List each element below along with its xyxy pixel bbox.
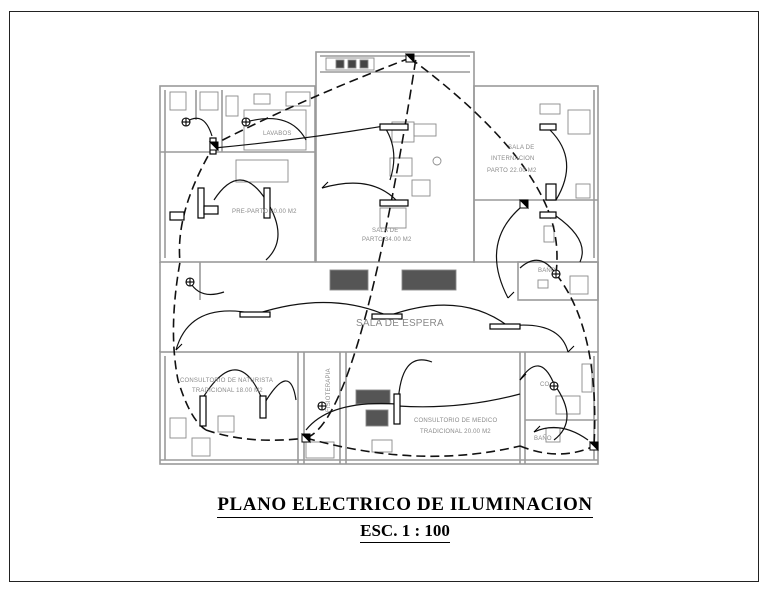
fluorescent-fixture-icon (539, 211, 557, 219)
fluorescent-fixture-icon (169, 211, 185, 221)
fluorescent-fixture-icon (393, 393, 401, 425)
light-switch-icon (321, 181, 329, 189)
room-label-medico-1: CONSULTORIO DE MEDICO (414, 418, 498, 424)
fluorescent-fixture-icon (199, 395, 207, 427)
fluorescent-fixture-icon (239, 311, 271, 318)
room-label-sala-parto-1: SALA DE (372, 228, 399, 234)
light-switch-icon (567, 345, 575, 353)
furniture (169, 57, 593, 459)
light-switch-icon (175, 343, 183, 351)
distribution-panel-icon (518, 199, 529, 210)
room-label-bano-right: BAÑO (538, 268, 556, 274)
fluorescent-fixtures (169, 123, 557, 427)
fluorescent-fixture-icon (539, 123, 557, 131)
switches (175, 181, 575, 433)
light-switch-icon (533, 425, 541, 433)
fluorescent-fixture-icon (379, 199, 409, 207)
room-label-internacion-2: INTERNACION (491, 156, 535, 162)
fluorescent-fixture-icon (263, 187, 271, 219)
room-label-internacion-1: SALA DE (508, 145, 535, 151)
light-outlet-icon (185, 277, 195, 287)
main-circuit (172, 57, 596, 458)
distribution-panel-icon (208, 141, 219, 152)
room-label-naturista-2: TRADICIONAL 18.00 M2 (192, 388, 263, 394)
room-label-naturista-1: CONSULTORIO DE NATURISTA (180, 378, 274, 384)
room-label-bano-bottom: BAÑO (534, 436, 552, 442)
fluorescent-fixture-icon (489, 323, 521, 330)
distribution-panel-icon (404, 53, 415, 64)
fluorescent-fixture-icon (259, 395, 267, 419)
plan-scale: ESC. 1 : 100 (360, 521, 450, 543)
distribution-panels (208, 53, 599, 452)
plan-title: PLANO ELECTRICO DE ILUMINACION (217, 494, 593, 518)
sheet-border (9, 11, 759, 582)
light-outlet-icon (549, 381, 559, 391)
fluorescent-fixture-icon (203, 205, 219, 215)
light-outlet-icon (317, 401, 327, 411)
room-label-pre-parto: PRE-PARTO 20.00 M2 (232, 209, 297, 215)
fluorescent-fixture-icon (545, 183, 557, 201)
fluorescent-fixture-icon (371, 313, 403, 320)
light-outlets (181, 117, 561, 411)
room-label-fisioterapia: FISIOTERAPIA (326, 368, 332, 412)
room-label-medico-2: TRADICIONAL 20.00 M2 (420, 429, 491, 435)
light-switch-icon (519, 373, 527, 381)
light-outlet-icon (241, 117, 251, 127)
room-label-internacion-3: PARTO 22.00 M2 (487, 168, 537, 174)
fluorescent-fixture-icon (197, 187, 205, 219)
room-label-lavabos: LAVABOS (263, 131, 292, 137)
light-outlet-icon (181, 117, 191, 127)
room-label-sala-parto-2: PARTO 34.00 M2 (362, 237, 412, 243)
room-label-sala-espera: SALA DE ESPERA (356, 318, 444, 329)
title-block: PLANO ELECTRICO DE ILUMINACION ESC. 1 : … (160, 494, 650, 543)
room-label-cocina: CO (540, 382, 550, 388)
walls (159, 51, 599, 465)
fluorescent-fixture-icon (379, 123, 409, 131)
distribution-panel-icon (588, 441, 599, 452)
distribution-panel-icon (300, 433, 311, 444)
light-outlet-icon (551, 269, 561, 279)
light-switch-icon (507, 291, 515, 299)
